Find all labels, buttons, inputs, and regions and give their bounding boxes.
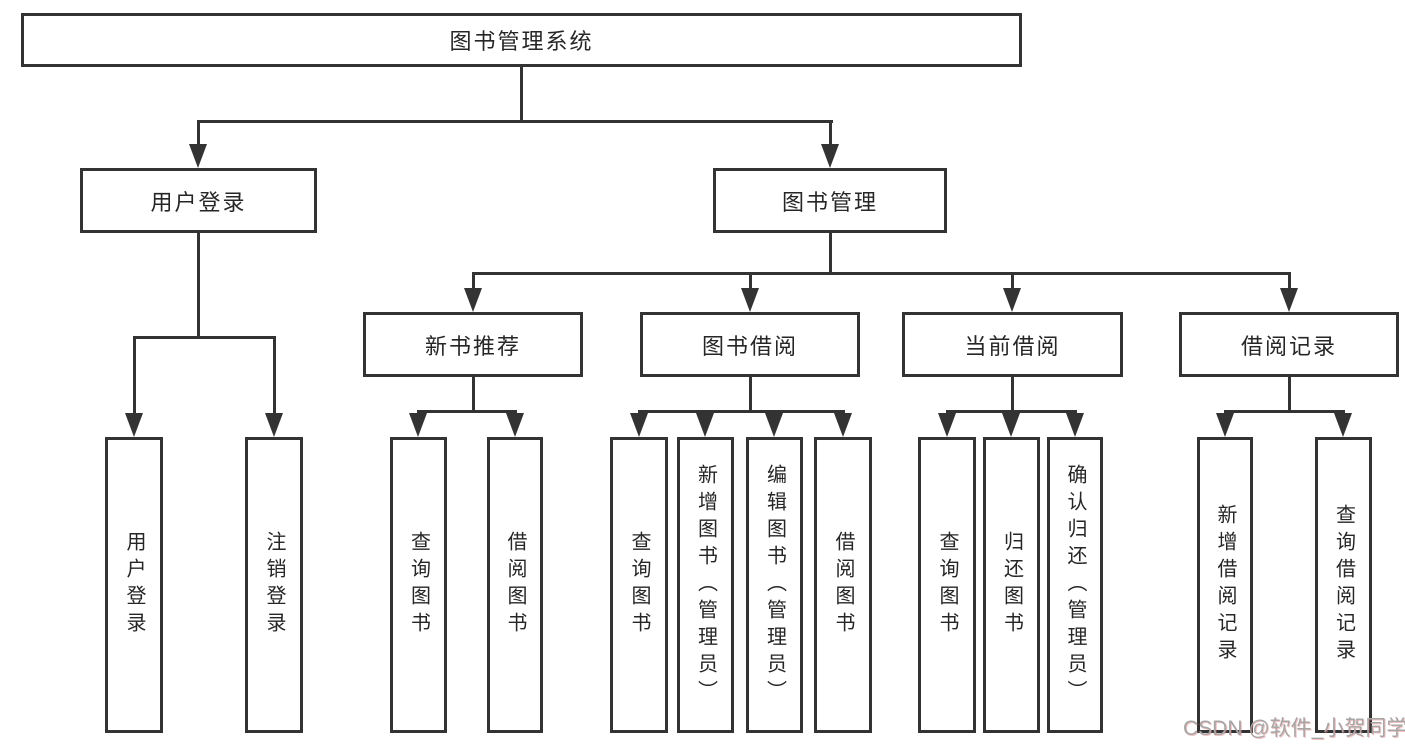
connector-root-trunk — [520, 67, 523, 120]
connector-stem-book-borrow — [749, 272, 752, 291]
connector-current-borrow-trunk — [1011, 377, 1014, 413]
arrowhead-icon — [821, 144, 839, 168]
leaf-logout-login: 注销登录 — [245, 437, 303, 733]
arrowhead-icon — [409, 413, 427, 437]
node-book-management: 图书管理 — [713, 168, 947, 233]
leaf-user-login: 用户登录 — [105, 437, 163, 733]
leaf-edit-book-admin: 编辑图书（管理员） — [746, 437, 803, 733]
arrowhead-icon — [1280, 288, 1298, 312]
node-label: 用户登录 — [123, 531, 145, 639]
arrowhead-icon — [1066, 413, 1084, 437]
node-label: 确认归还（管理员） — [1064, 463, 1086, 707]
arrowhead-icon — [696, 413, 714, 437]
node-borrow-records: 借阅记录 — [1179, 312, 1399, 377]
node-book-management-system: 图书管理系统 — [21, 13, 1022, 67]
leaf-borrow-book: 借阅图书 — [814, 437, 872, 733]
arrowhead-icon — [464, 288, 482, 312]
leaf-query-book-current: 查询图书 — [918, 437, 976, 733]
node-label: 图书管理系统 — [449, 29, 594, 54]
node-label: 注销登录 — [263, 531, 285, 639]
node-new-book-recommend: 新书推荐 — [363, 312, 583, 377]
connector-new-book-recommend-split — [417, 410, 517, 413]
node-user-login: 用户登录 — [80, 168, 317, 233]
leaf-add-borrow-record: 新增借阅记录 — [1197, 437, 1253, 733]
connector-new-book-recommend-trunk — [472, 377, 475, 413]
connector-stem-book-management — [829, 120, 832, 146]
connector-stem-leaf-user-login — [133, 336, 136, 416]
node-label: 查询图书 — [407, 531, 430, 639]
connector-level3-split — [472, 272, 1290, 275]
arrowhead-icon — [1003, 288, 1021, 312]
arrowhead-icon — [1216, 413, 1234, 437]
arrowhead-icon — [630, 413, 648, 437]
arrowhead-icon — [1334, 413, 1352, 437]
arrowhead-icon — [741, 288, 759, 312]
arrowhead-icon — [265, 413, 283, 437]
node-label: 新书推荐 — [424, 333, 521, 359]
node-label: 借阅记录 — [1240, 333, 1337, 359]
node-current-borrow: 当前借阅 — [902, 312, 1123, 377]
arrowhead-icon — [938, 413, 956, 437]
node-label: 新增借阅记录 — [1214, 504, 1236, 666]
leaf-return-book: 归还图书 — [983, 437, 1040, 733]
connector-borrow-records-trunk — [1288, 377, 1291, 413]
connector-stem-leaf-logout — [273, 336, 276, 416]
node-label: 当前借阅 — [964, 333, 1061, 359]
connector-level2-split — [197, 120, 833, 123]
connector-stem-new-book-recommend — [472, 272, 475, 291]
node-label: 新增图书（管理员） — [694, 463, 717, 707]
connector-book-borrow-trunk — [749, 377, 752, 413]
connector-stem-user-login — [197, 120, 200, 146]
node-label: 归还图书 — [1000, 531, 1023, 639]
arrowhead-icon — [125, 413, 143, 437]
node-label: 用户登录 — [150, 189, 247, 215]
connector-stem-borrow-records — [1288, 272, 1291, 291]
leaf-confirm-return-admin: 确认归还（管理员） — [1047, 437, 1103, 733]
arrowhead-icon — [1002, 413, 1020, 437]
leaf-query-book-borrow: 查询图书 — [610, 437, 668, 733]
leaf-query-borrow-record: 查询借阅记录 — [1315, 437, 1372, 733]
node-label: 借阅图书 — [504, 531, 526, 639]
arrowhead-icon — [506, 413, 524, 437]
node-label: 借阅图书 — [832, 531, 854, 639]
node-label: 查询图书 — [628, 531, 650, 639]
node-label: 编辑图书（管理员） — [763, 463, 786, 707]
connector-book-management-trunk — [829, 233, 832, 275]
leaf-query-book-recommend: 查询图书 — [390, 437, 447, 733]
connector-user-login-split — [133, 336, 276, 339]
arrowhead-icon — [189, 144, 207, 168]
connector-borrow-records-split — [1224, 410, 1345, 413]
arrowhead-icon — [765, 413, 783, 437]
node-label: 查询图书 — [936, 531, 958, 639]
connector-current-borrow-split — [946, 410, 1077, 413]
node-label: 图书借阅 — [701, 333, 798, 359]
connector-book-borrow-split — [638, 410, 845, 413]
node-book-borrow: 图书借阅 — [640, 312, 860, 377]
leaf-borrow-book-recommend: 借阅图书 — [487, 437, 543, 733]
connector-user-login-trunk — [197, 233, 200, 336]
node-label: 图书管理 — [781, 189, 878, 215]
leaf-add-book-admin: 新增图书（管理员） — [677, 437, 734, 733]
node-label: 查询借阅记录 — [1332, 504, 1355, 666]
arrowhead-icon — [834, 413, 852, 437]
connector-stem-current-borrow — [1011, 272, 1014, 291]
csdn-watermark: CSDN @软件_小贺同学 — [1183, 717, 1405, 740]
